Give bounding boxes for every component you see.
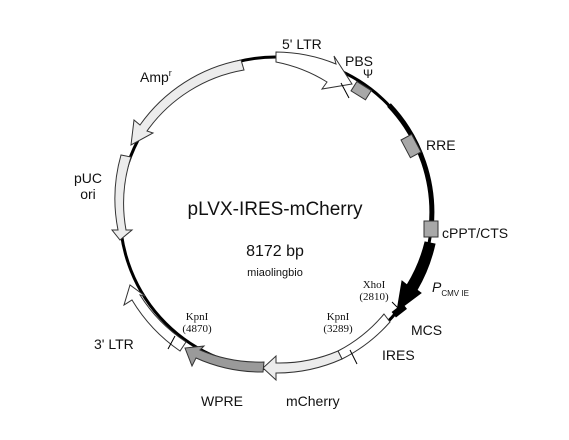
mcherry-arrow (262, 350, 343, 382)
label-mcs: MCS (411, 322, 442, 338)
mcs-box (391, 303, 407, 318)
label-pbs: PBS (345, 53, 373, 69)
kpni-left-tick (167, 335, 176, 350)
label-rre: RRE (426, 137, 456, 153)
label-puc-1: pUC (74, 170, 102, 186)
watermark: miaolingbio (247, 267, 303, 279)
label-pcmv-sub: CMV IE (441, 289, 469, 298)
label-ltr3: 3' LTR (94, 336, 134, 352)
label-ampr-main: Amp (140, 69, 169, 85)
label-kpni-right-pos: (3289) (323, 323, 353, 335)
rre-box (400, 133, 422, 159)
label-mcherry: mCherry (286, 393, 340, 409)
cppt-box (423, 220, 439, 238)
xhoi-tick (391, 301, 401, 311)
label-kpni-right-name: KpnI (327, 311, 350, 323)
plasmid-name: pLVX-IRES-mCherry (188, 199, 363, 220)
plasmid-size: 8172 bp (246, 243, 304, 260)
label-cppt: cPPT/CTS (442, 225, 508, 241)
wpre-arrow (184, 345, 265, 373)
label-kpni-left-name: KpnI (186, 311, 209, 323)
label-xhoi-name: XhoI (363, 279, 386, 291)
pcmv-arrow (396, 241, 436, 313)
ltr5-arrow (275, 51, 353, 90)
label-kpni-left-pos: (4870) (182, 323, 212, 335)
label-xhoi-pos: (2810) (359, 291, 389, 303)
ampr-arrow (130, 59, 245, 146)
label-ampr-sup: r (169, 68, 172, 78)
ltr3-arrow (123, 284, 187, 352)
backbone-thick-segment (387, 103, 435, 230)
ltr5-start-tick (340, 82, 350, 99)
label-ires: IRES (382, 347, 415, 363)
label-wpre: WPRE (201, 393, 243, 409)
label-pcmv-main: P (432, 279, 442, 295)
label-psi: Ψ (363, 67, 373, 81)
pbs-box (350, 80, 372, 101)
label-pcmv: PCMV IE (432, 279, 469, 298)
label-puc-2: ori (80, 186, 96, 202)
kpni-right-tick (349, 349, 358, 365)
puc-ori-arrow (110, 154, 134, 241)
label-ampr: Ampr (140, 68, 172, 85)
label-ltr5: 5' LTR (282, 36, 322, 52)
